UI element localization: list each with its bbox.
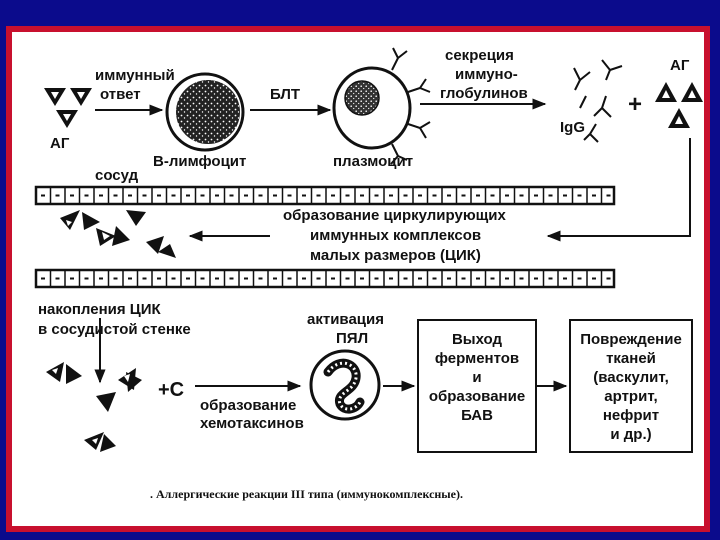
enzymes-line4: образование [429, 388, 525, 405]
cic-formation-line3: малых размеров (ЦИК) [310, 247, 481, 264]
secretion-line1: секреция [445, 47, 514, 64]
secretion-line2: иммуно- [455, 66, 518, 83]
vessel-label: сосуд [95, 167, 139, 184]
damage-line2: тканей [606, 350, 656, 367]
activation-line1: активация [307, 311, 384, 328]
complexes-in-wall [46, 362, 142, 452]
damage-box: Повреждение тканей (васкулит, артрит, не… [569, 319, 693, 453]
cic-formation-line2: иммунных комплексов [310, 227, 481, 244]
damage-line1: Повреждение [580, 331, 682, 348]
neutrophil-cell [309, 349, 381, 421]
ag-left-label: АГ [50, 135, 70, 152]
cic-formation-line1: образование циркулирующих [283, 207, 507, 224]
enzymes-line3: и [472, 369, 481, 386]
figure-caption: . Аллергические реакции III типа (иммуно… [150, 487, 463, 501]
ag-right-label: АГ [670, 57, 690, 74]
antigen-triangles-right [655, 82, 703, 128]
vessel-wall-bottom [34, 268, 616, 289]
chemotaxin-line2: хемотаксинов [200, 415, 304, 432]
plasmocyte-label: плазмоцит [333, 153, 413, 170]
enzymes-line2: ферментов [435, 350, 519, 367]
damage-line5: нефрит [603, 407, 659, 424]
damage-line3: (васкулит, [593, 369, 669, 386]
chemotaxin-line1: образование [200, 397, 296, 414]
enzymes-box: Выход ферментов и образование БАВ [417, 319, 537, 453]
enzymes-line5: БАВ [461, 407, 493, 424]
plus-sign: + [628, 91, 642, 118]
plus-c-label: +С [158, 379, 184, 401]
igg-label: IgG [560, 119, 585, 136]
accumulation-line2: в сосудистой стенке [38, 321, 191, 338]
damage-line4: артрит, [604, 388, 657, 405]
antigen-triangles-left [44, 88, 92, 128]
immune-complexes-in-vessel [60, 210, 176, 258]
enzymes-line1: Выход [452, 331, 503, 348]
accumulation-line1: накопления ЦИК [38, 301, 162, 318]
blt-label: БЛТ [270, 86, 300, 103]
b-lymphocyte-cell [165, 72, 245, 152]
damage-line6: и др.) [610, 426, 651, 443]
immune-response-line1: иммунный [95, 67, 175, 84]
arrow-to-cic [546, 138, 691, 242]
vessel-wall-top [34, 185, 616, 206]
plasmocyte-cell [332, 47, 431, 165]
immune-response-line2: ответ [100, 86, 141, 103]
secretion-line3: глобулинов [440, 85, 528, 102]
activation-line2: ПЯЛ [336, 330, 368, 347]
igg-molecules [573, 59, 623, 143]
b-lymphocyte-label: В-лимфоцит [153, 153, 246, 170]
